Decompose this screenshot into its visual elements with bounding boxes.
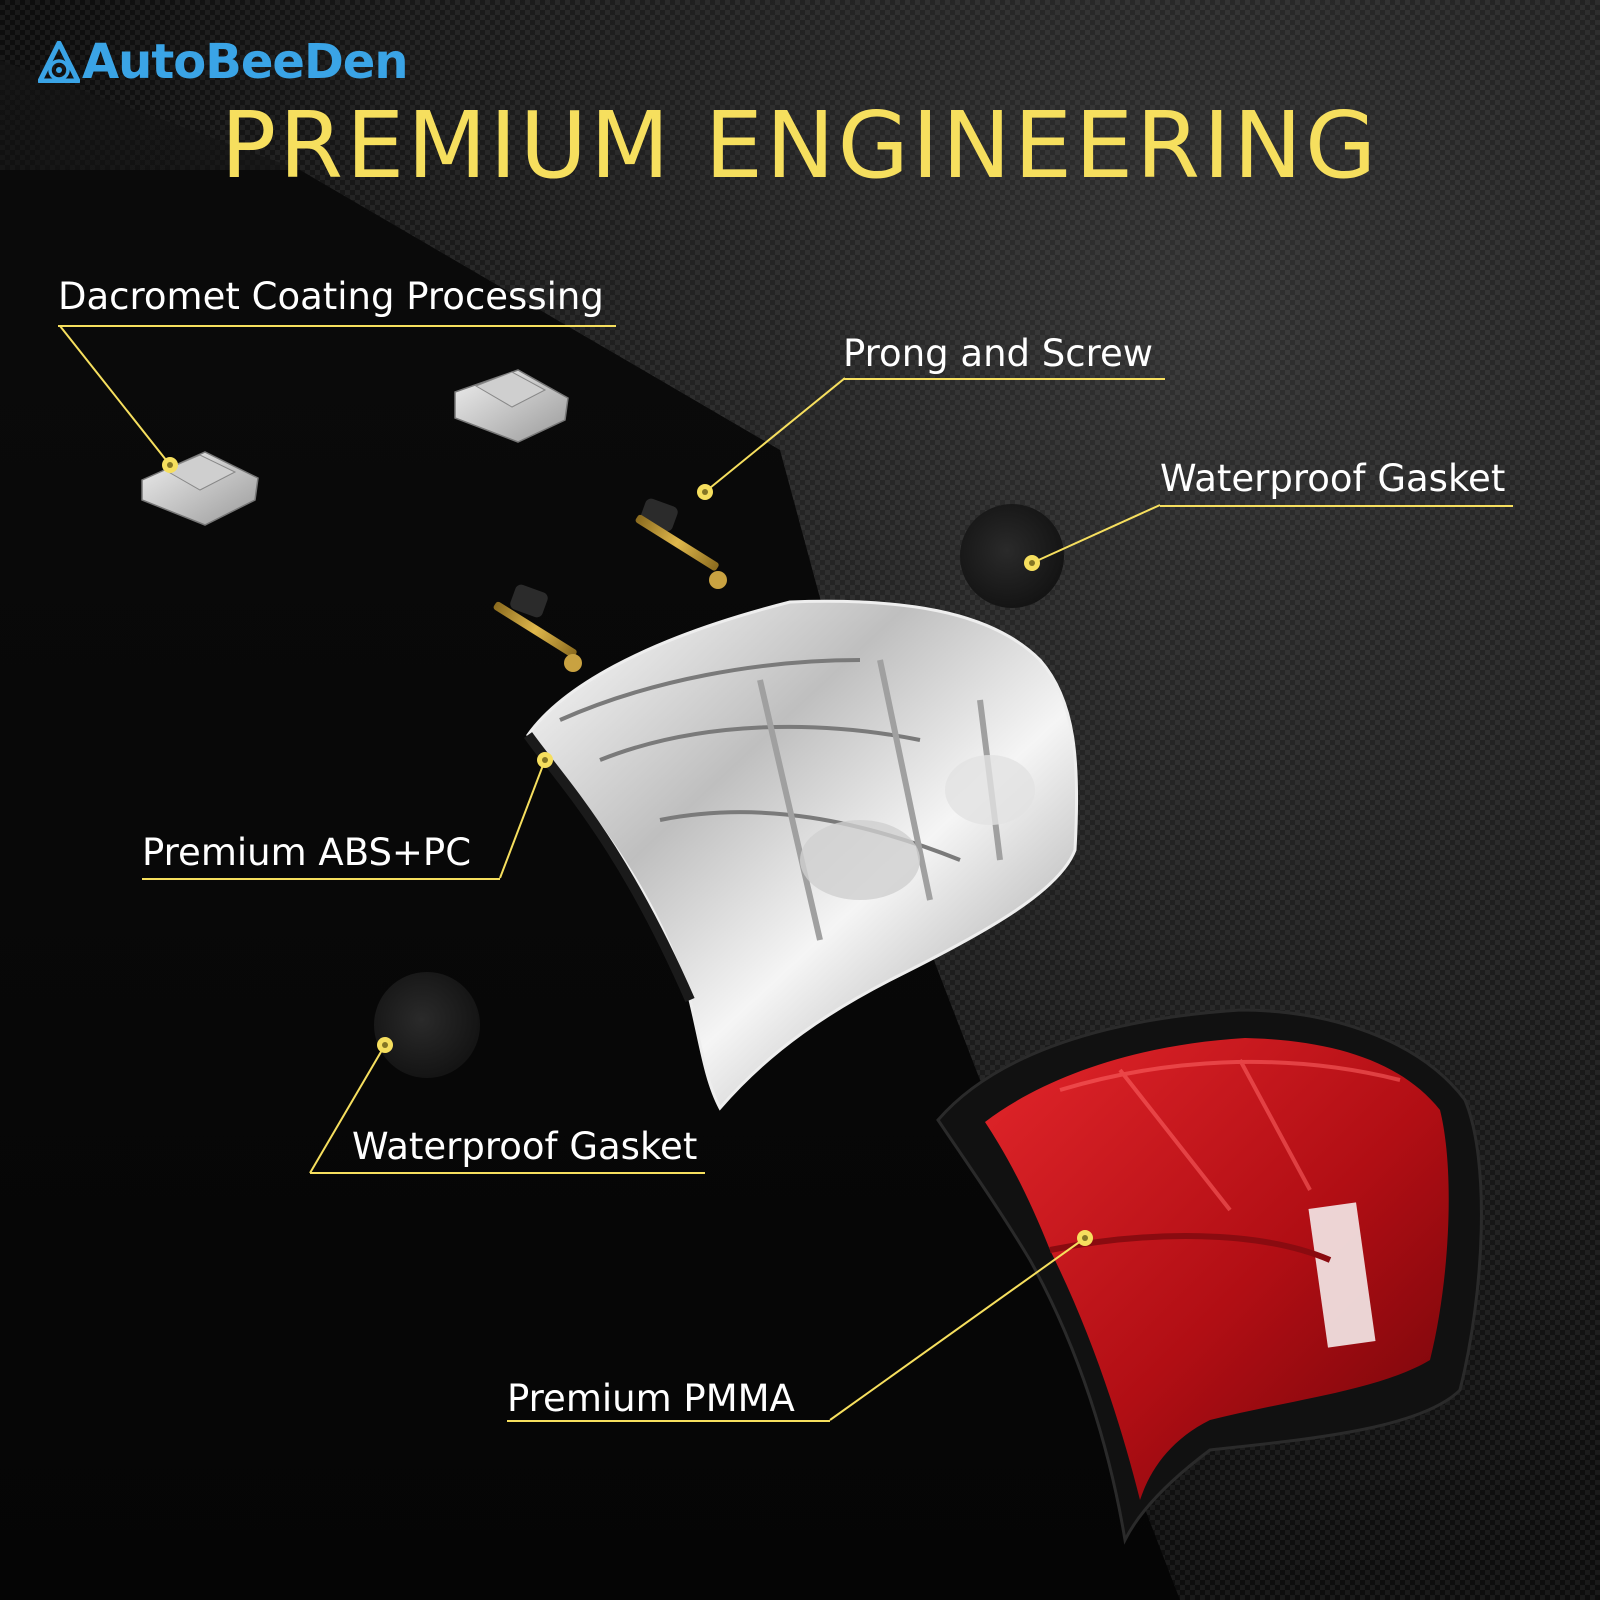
callout-label-dacromet: Dacromet Coating Processing [58,275,604,318]
callout-underline-pmma [507,1420,830,1422]
callout-label-pmma: Premium PMMA [507,1377,795,1420]
prong-and-screw-2 [493,584,582,672]
callout-label-prong: Prong and Screw [843,332,1154,375]
wheel-icon [38,41,80,83]
callout-label-gasket-bottom: Waterproof Gasket [352,1125,698,1168]
callout-underline-dacromet [58,325,616,327]
callout-label-gasket-top: Waterproof Gasket [1160,457,1506,500]
callout-underline-gasket-top [1160,505,1513,507]
brand-logo: AutoBeeDen [38,34,409,90]
callout-underline-prong [843,378,1165,380]
gasket-disc-top [960,504,1064,608]
prong-and-screw-1 [635,498,727,589]
callout-label-abs: Premium ABS+PC [142,831,472,874]
callout-underline-gasket-bottom [310,1172,705,1174]
headline: PREMIUM ENGINEERING [220,92,1380,199]
callout-underline-abs [142,878,500,880]
metal-clip-right [454,369,569,443]
brand-name: AutoBeeDen [82,34,409,90]
red-pmma-lens [936,1008,1483,1545]
gasket-disc-bottom [374,972,480,1078]
